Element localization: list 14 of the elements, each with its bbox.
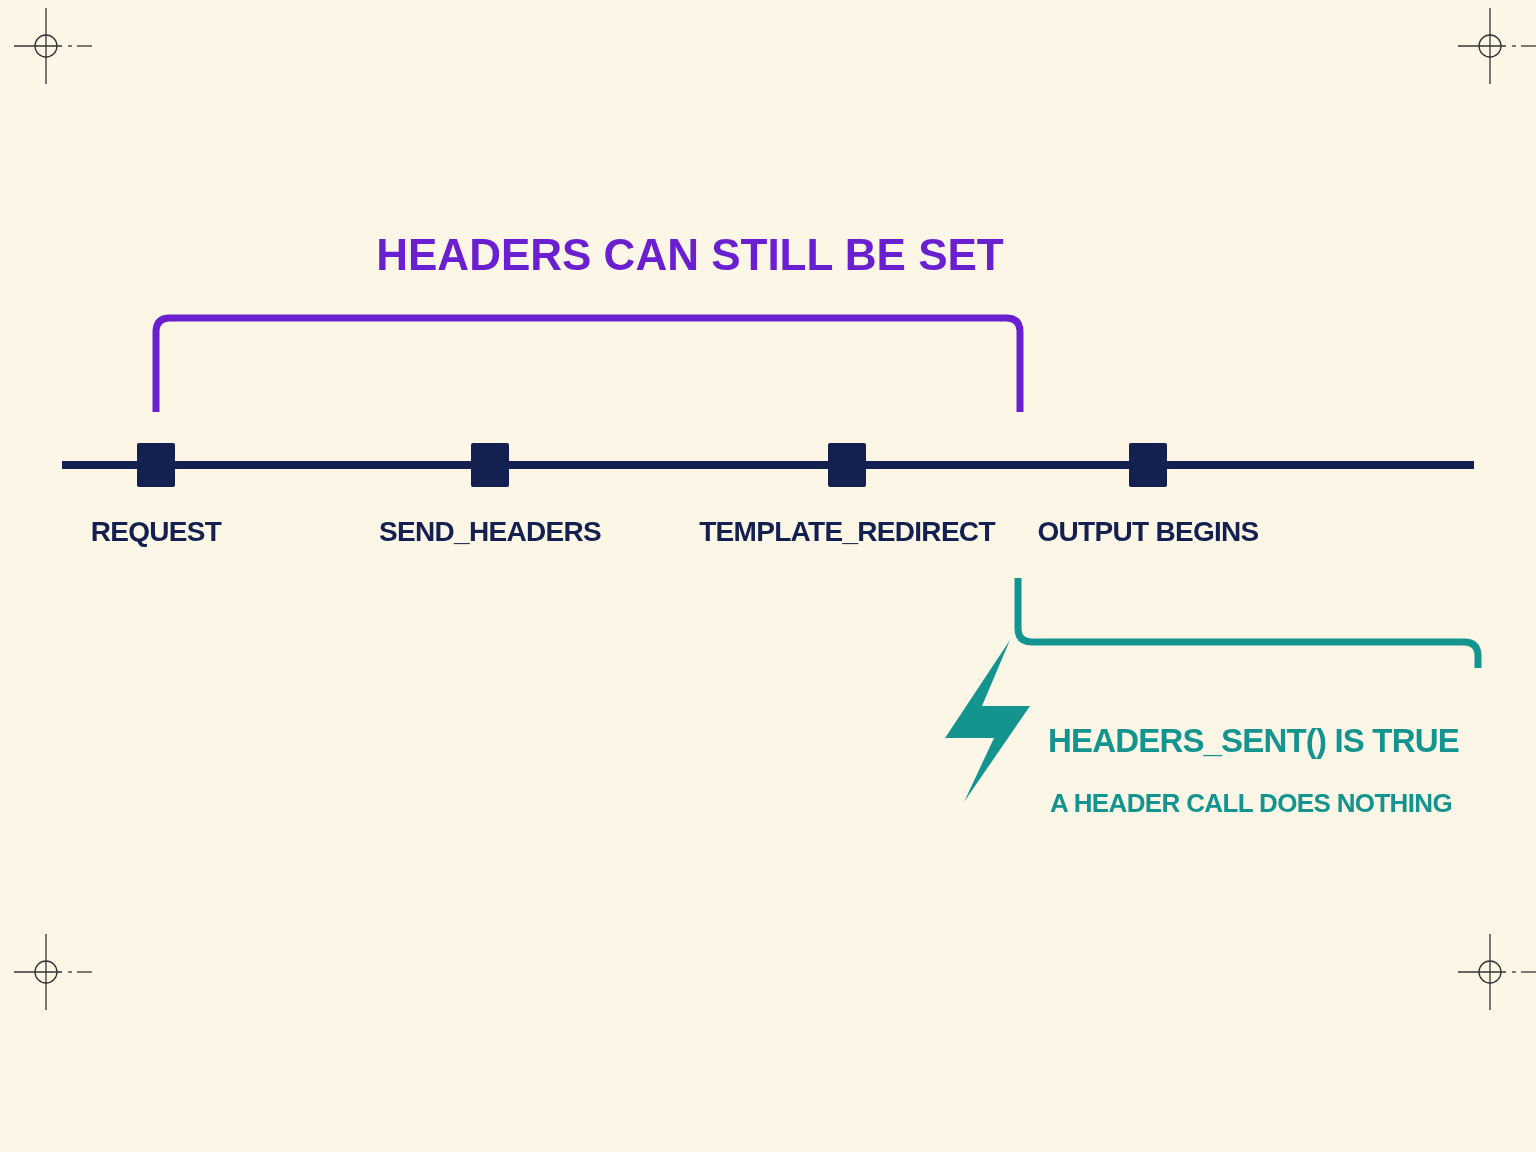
status-note: A HEADER CALL DOES NOTHING xyxy=(1050,787,1453,820)
timeline-marker xyxy=(1129,443,1167,487)
timeline-line xyxy=(509,461,828,469)
bracket-label: HEADERS CAN STILL BE SET xyxy=(375,229,1005,281)
timeline-line xyxy=(866,461,1129,469)
milestone-label: TEMPLATE_REDIRECT xyxy=(698,515,997,549)
milestone-label: OUTPUT BEGINS xyxy=(1036,515,1260,549)
timeline-marker xyxy=(828,443,866,487)
timeline-line xyxy=(175,461,471,469)
status-heading: HEADERS_SENT() IS TRUE xyxy=(1048,721,1460,761)
timeline-marker xyxy=(471,443,509,487)
milestone-label: SEND_HEADERS xyxy=(378,515,602,549)
milestone-label: REQUEST xyxy=(89,515,223,549)
timeline-marker xyxy=(137,443,175,487)
